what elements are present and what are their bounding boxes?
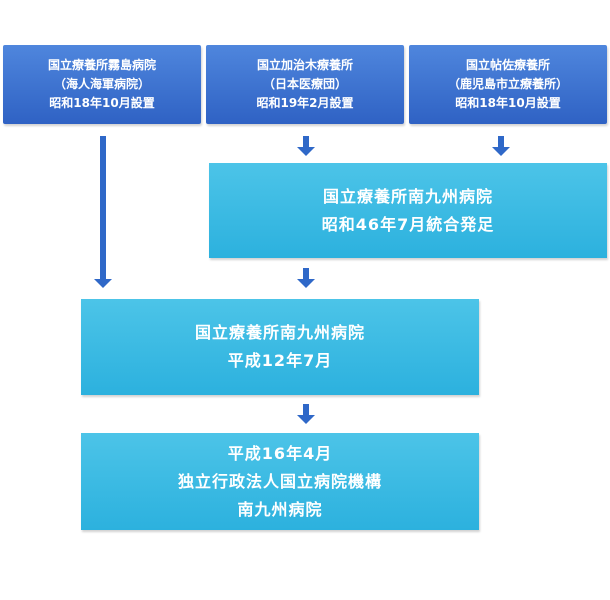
- origin-box-chosa: 国立帖佐療養所 （鹿児島市立療養所） 昭和18年10月設置: [409, 45, 607, 124]
- origin-box-kirishima: 国立療養所霧島病院 （海人海軍病院） 昭和18年10月設置: [3, 45, 201, 124]
- origin-kirishima-date: 昭和18年10月設置: [49, 96, 155, 110]
- arrow-chosa-to-merger: [492, 136, 510, 156]
- arrow-kirishima-to-integration: [94, 136, 112, 288]
- origin-kajiki-date: 昭和19年2月設置: [256, 96, 354, 110]
- merger-date: 昭和46年7月統合発足: [321, 214, 495, 234]
- origin-kirishima-name: 国立療養所霧島病院: [47, 58, 156, 72]
- merger-name: 国立療養所南九州病院: [322, 186, 493, 206]
- origin-chosa-name: 国立帖佐療養所: [465, 58, 550, 72]
- current-organization: 独立行政法人国立病院機構: [177, 471, 382, 491]
- integration-date: 平成12年7月: [227, 351, 333, 370]
- origin-chosa-date: 昭和18年10月設置: [455, 96, 561, 110]
- origin-kajiki-name: 国立加治木療養所: [256, 58, 353, 72]
- arrow-merger-to-integration: [297, 268, 315, 288]
- arrow-integration-to-current: [297, 404, 315, 424]
- current-box: 平成16年4月 独立行政法人国立病院機構 南九州病院: [81, 433, 479, 530]
- merger-box: 国立療養所南九州病院 昭和46年7月統合発足: [209, 163, 607, 258]
- integration-name: 国立療養所南九州病院: [194, 323, 365, 342]
- origin-box-kajiki: 国立加治木療養所 （日本医療団） 昭和19年2月設置: [206, 45, 404, 124]
- arrow-kajiki-to-merger: [297, 136, 315, 156]
- integration-box: 国立療養所南九州病院 平成12年7月: [81, 299, 479, 395]
- origin-chosa-note: （鹿児島市立療養所）: [447, 77, 568, 91]
- current-date: 平成16年4月: [227, 443, 333, 463]
- current-hospital-name: 南九州病院: [237, 499, 323, 519]
- origin-kirishima-note: （海人海軍病院）: [53, 77, 150, 91]
- origin-kajiki-note: （日本医療団）: [262, 77, 347, 91]
